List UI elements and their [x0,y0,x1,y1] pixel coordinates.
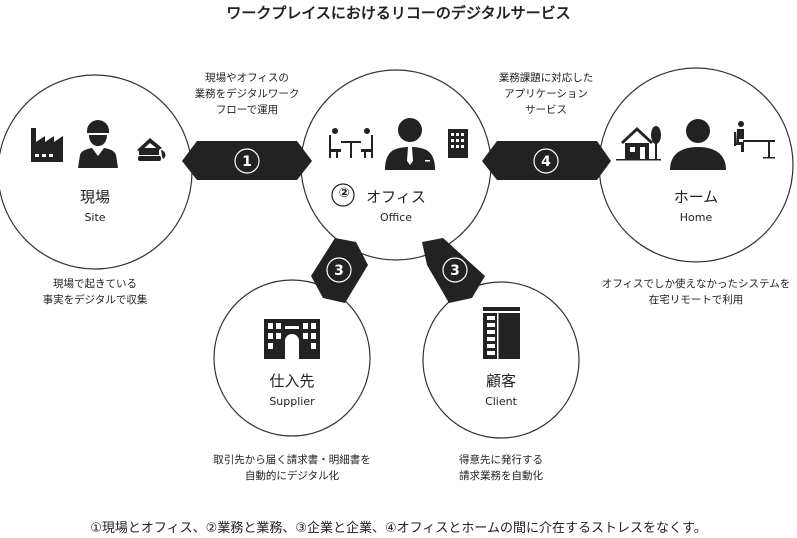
home-description: オフィスでしか使えなかったシステムを 在宅リモートで利用 [586,276,797,308]
desc-line: フローで運用 [215,104,279,116]
supplier-label: 仕入先 Supplier [232,370,352,408]
factory-icon [31,128,63,162]
supplier-description: 取引先から届く請求書・明細書を 自動的にデジタル化 [182,452,402,484]
businessman-icon [385,118,435,170]
desc-line: 在宅リモートで利用 [648,294,744,306]
desc-line: アプリケーション [504,88,588,100]
desc-line: 現場で起きている [53,278,137,290]
supplier-building-icon [264,319,320,359]
desc-line: 業務をデジタルワーク [194,88,300,100]
meeting-icon [329,128,373,158]
office-number: ② [338,186,350,201]
desc-line: 自動的にデジタル化 [244,470,340,482]
link-4-number: 4 [541,154,551,170]
desc-line: 事実をデジタルで収集 [42,294,148,306]
office-jp-text: オフィス [366,188,426,206]
desc-line: 現場やオフィスの [205,72,289,84]
desc-line: 取引先から届く請求書・明細書を [213,454,371,466]
excavator-icon [137,138,166,161]
client-description: 得意先に発行する 請求業務を自動化 [421,452,581,484]
link-3-left-hexagon [311,238,368,303]
desc-line: 得意先に発行する [459,454,543,466]
desc-line: オフィスでしか使えなかったシステムを [601,278,791,290]
link-4-hexagon [482,141,611,180]
office-label: ② オフィス Office [338,186,436,224]
home-jp: ホーム [673,188,719,206]
worker-icon [78,120,118,168]
home-label: ホーム Home [636,186,756,224]
office-en: Office [379,211,413,224]
remote-work-icon [734,121,775,159]
page-title: ワークプレイスにおけるリコーのデジタルサービス [226,4,571,22]
link-3-right-number: 3 [450,263,460,279]
desc-line: 業務課題に対応した [498,72,594,84]
office-jp: ② オフィス [338,186,436,207]
site-label: 現場 Site [35,186,155,224]
site-description: 現場で起きている 事実をデジタルで収集 [15,276,175,308]
client-circle [422,281,580,439]
desc-line: サービス [525,104,567,116]
link-1-description: 現場やオフィスの 業務をデジタルワーク フローで運用 [167,70,327,118]
link-3-right-hexagon [422,238,485,303]
footer-note: ①現場とオフィス、②業務と業務、③企業と企業、④オフィスとホームの間に介在するス… [90,521,707,536]
person-icon [670,119,726,170]
site-en: Site [84,211,106,224]
house-icon [616,126,661,161]
link-1-number: 1 [242,154,252,170]
client-jp: 顧客 [485,372,516,390]
link-4-description: 業務課題に対応した アプリケーション サービス [466,70,626,118]
building-icon [448,129,468,158]
client-label: 顧客 Client [441,370,561,408]
site-jp: 現場 [79,188,110,206]
desc-line: 請求業務を自動化 [459,470,543,482]
client-building-icon [483,307,520,359]
supplier-en: Supplier [269,395,315,408]
link-3-left-number: 3 [334,263,344,279]
supplier-jp: 仕入先 [269,372,315,390]
site-circle [0,74,193,270]
link-1-hexagon [182,141,312,180]
client-en: Client [485,395,517,408]
home-en: Home [679,211,713,224]
